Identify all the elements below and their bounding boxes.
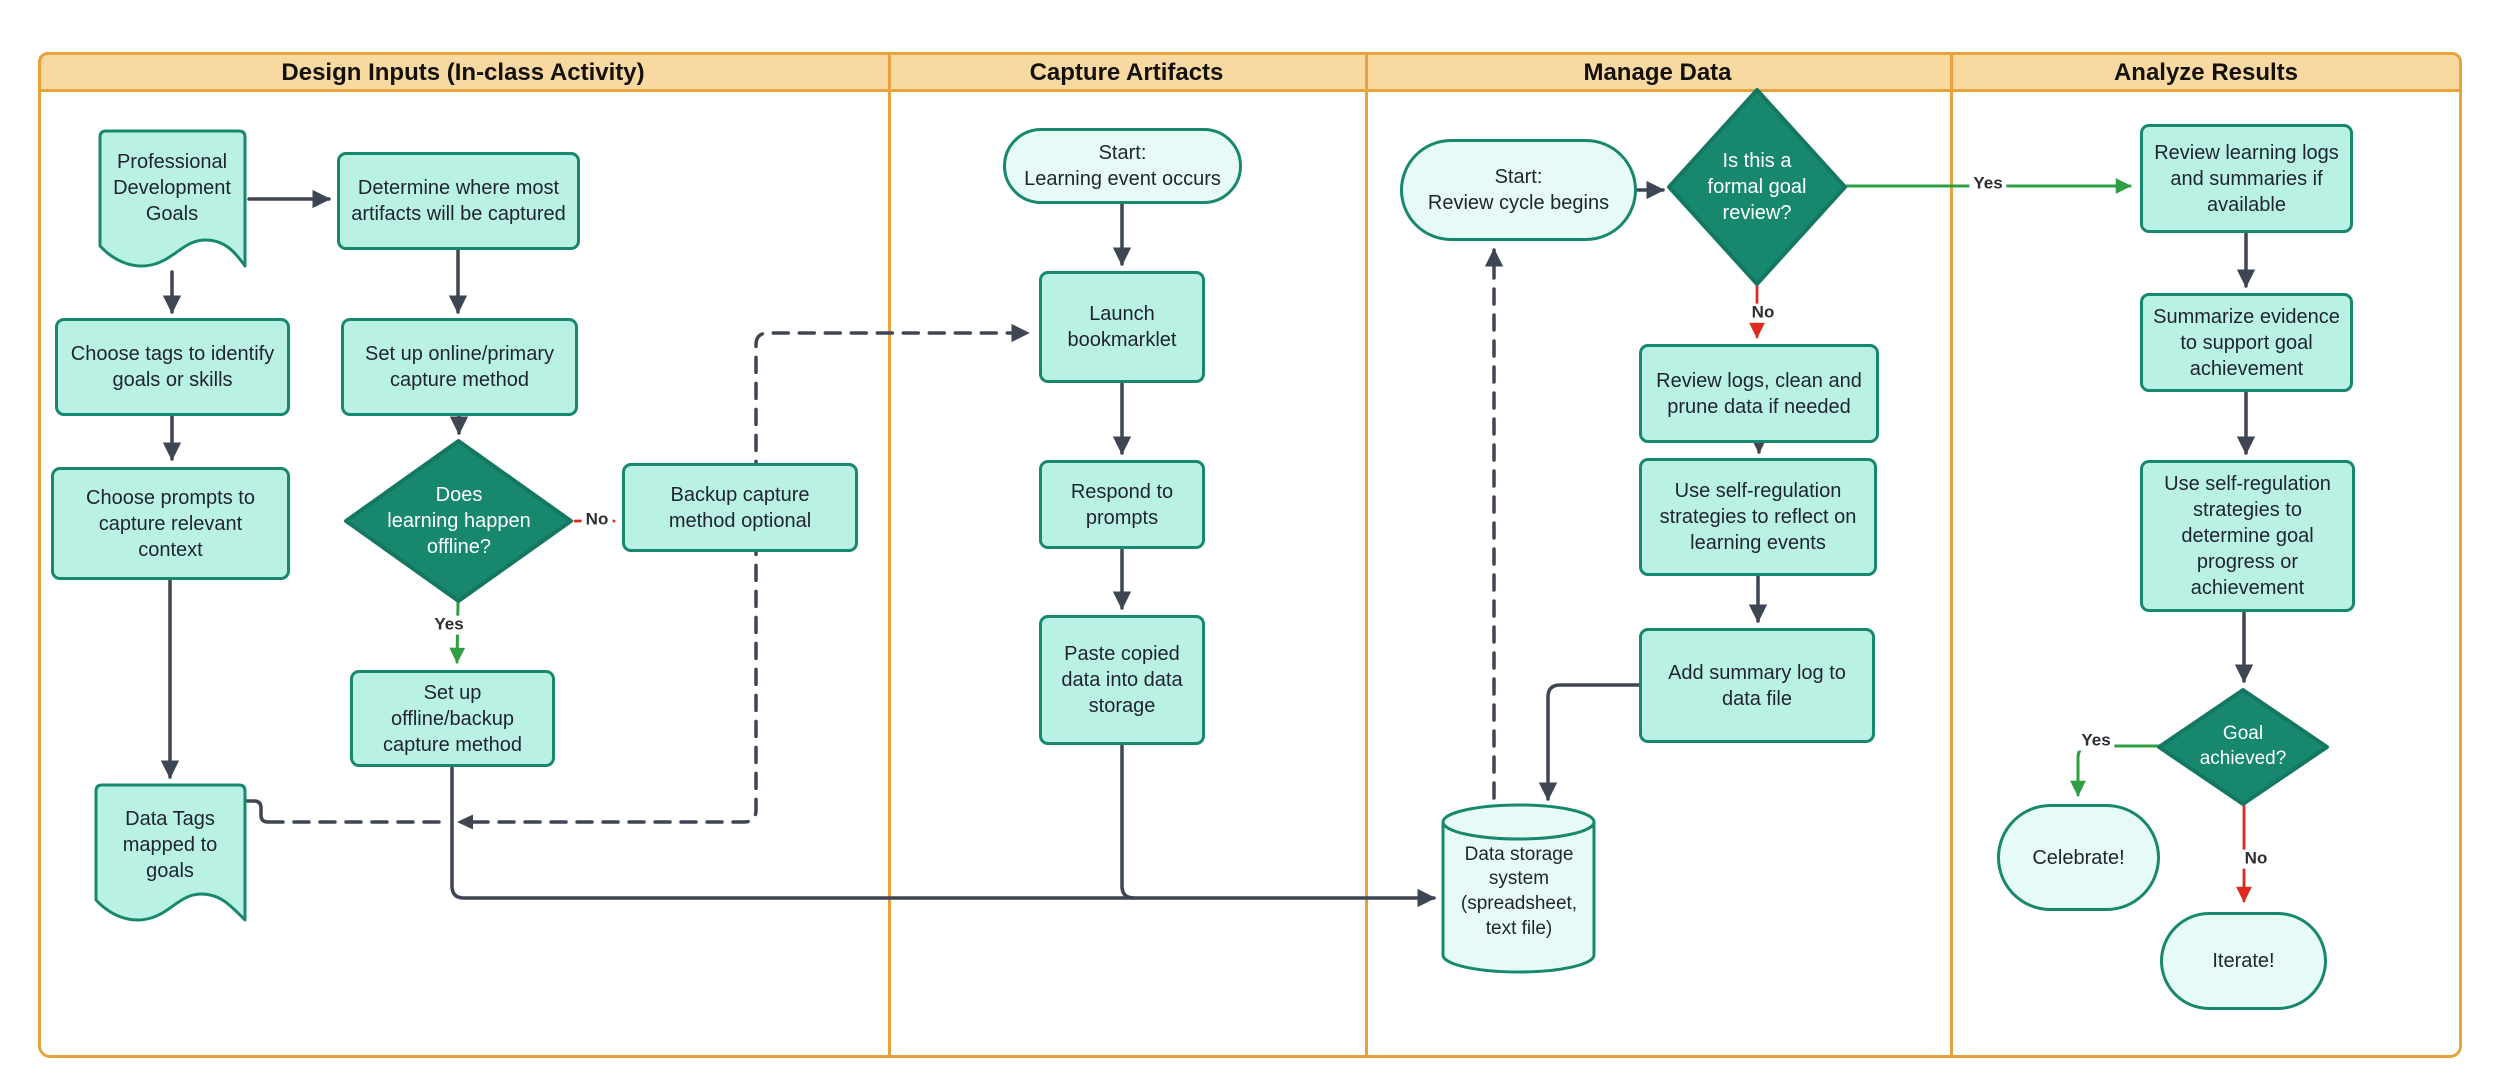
lane-title-manage-data: Manage Data: [1583, 59, 1732, 86]
lane-title-design-inputs: Design Inputs (In-class Activity): [281, 59, 645, 86]
edge-data-tags-jog: [244, 799, 270, 824]
edge-goal-yes: [2070, 744, 2161, 797]
node-data-tags-mapped: Data Tags mapped to goals: [122, 808, 218, 882]
lane-divider-3: [1950, 52, 1953, 1058]
decision-diamond-goal-achieved: [2157, 688, 2329, 806]
edge-add-summary-to-storage: [1538, 683, 1641, 801]
node-celebrate: Celebrate!: [1997, 804, 2160, 911]
edge-label-goal-yes: Yes: [2077, 731, 2115, 751]
edge-label-goal-no: No: [2240, 849, 2272, 869]
lane-title-analyze-results: Analyze Results: [2113, 59, 2299, 86]
edge-offline-setup-to-storage: [450, 766, 1436, 908]
node-paste-copied-data: Paste copied data into data storage: [1039, 615, 1205, 745]
edge-dashed-to-launch-bookmarklet: [471, 323, 1030, 824]
edge-label-formal-yes: Yes: [1969, 174, 2007, 194]
document-shape-professional-goals: [98, 129, 247, 268]
node-review-learning-logs: Review learning logs and summaries if av…: [2140, 124, 2353, 233]
lane-divider-1: [888, 52, 891, 1058]
node-determine-goal-progress: Use self-regulation strategies to determ…: [2140, 460, 2355, 612]
node-data-storage-system: Data storage system (spreadsheet, text f…: [1460, 843, 1578, 939]
decision-diamond-formal-review: [1667, 88, 1847, 286]
node-choose-prompts: Choose prompts to capture relevant conte…: [51, 467, 290, 580]
node-setup-online-capture: Set up online/primary capture method: [341, 318, 578, 416]
node-determine-where-artifacts: Determine where most artifacts will be c…: [337, 152, 580, 250]
node-backup-capture-optional: Backup capture method optional: [622, 463, 858, 552]
node-review-logs-prune: Review logs, clean and prune data if nee…: [1639, 344, 1879, 443]
edge-label-offline-no: No: [581, 510, 613, 530]
node-choose-tags: Choose tags to identify goals or skills: [55, 318, 290, 416]
node-start-learning-event: Start: Learning event occurs: [1003, 128, 1242, 204]
node-decision-goal-achieved: Goal achieved?: [2199, 723, 2287, 769]
document-shape-data-tags: [94, 783, 247, 922]
lane-divider-2: [1365, 52, 1368, 1058]
lane-header-band: [38, 52, 2462, 92]
node-summarize-evidence: Summarize evidence to support goal achie…: [2140, 293, 2353, 392]
dashed-merge-arrowhead: [457, 814, 473, 830]
node-setup-offline-capture: Set up offline/backup capture method: [350, 670, 555, 767]
node-reflect-strategies: Use self-regulation strategies to reflec…: [1639, 458, 1877, 576]
lane-title-capture-artifacts: Capture Artifacts: [1029, 59, 1224, 86]
node-launch-bookmarklet: Launch bookmarklet: [1039, 271, 1205, 383]
node-decision-learning-offline: Does learning happen offline?: [387, 484, 531, 558]
node-add-summary-log: Add summary log to data file: [1639, 628, 1875, 743]
edge-paste-to-storage-merge: [1120, 744, 1136, 900]
node-professional-development-goals: Professional Development Goals: [113, 151, 231, 225]
node-iterate: Iterate!: [2160, 912, 2327, 1010]
datastore-cylinder-top: [1441, 803, 1596, 841]
node-respond-to-prompts: Respond to prompts: [1039, 460, 1205, 549]
edge-label-formal-no: No: [1747, 303, 1779, 323]
datastore-cylinder-body: [1441, 822, 1596, 974]
node-decision-formal-review: Is this a formal goal review?: [1707, 150, 1807, 224]
decision-diamond-offline: [344, 439, 573, 603]
edge-label-offline-yes: Yes: [430, 615, 468, 635]
node-start-review-cycle: Start: Review cycle begins: [1400, 139, 1637, 241]
